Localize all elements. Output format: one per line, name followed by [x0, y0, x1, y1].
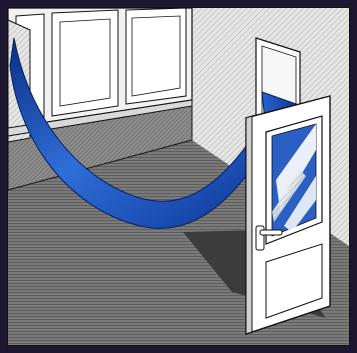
open-door: [246, 96, 330, 334]
door-handle-icon: [260, 230, 282, 235]
window-pane-2: [52, 10, 118, 116]
window-pane-3: [126, 8, 186, 104]
door-edge: [246, 116, 252, 334]
